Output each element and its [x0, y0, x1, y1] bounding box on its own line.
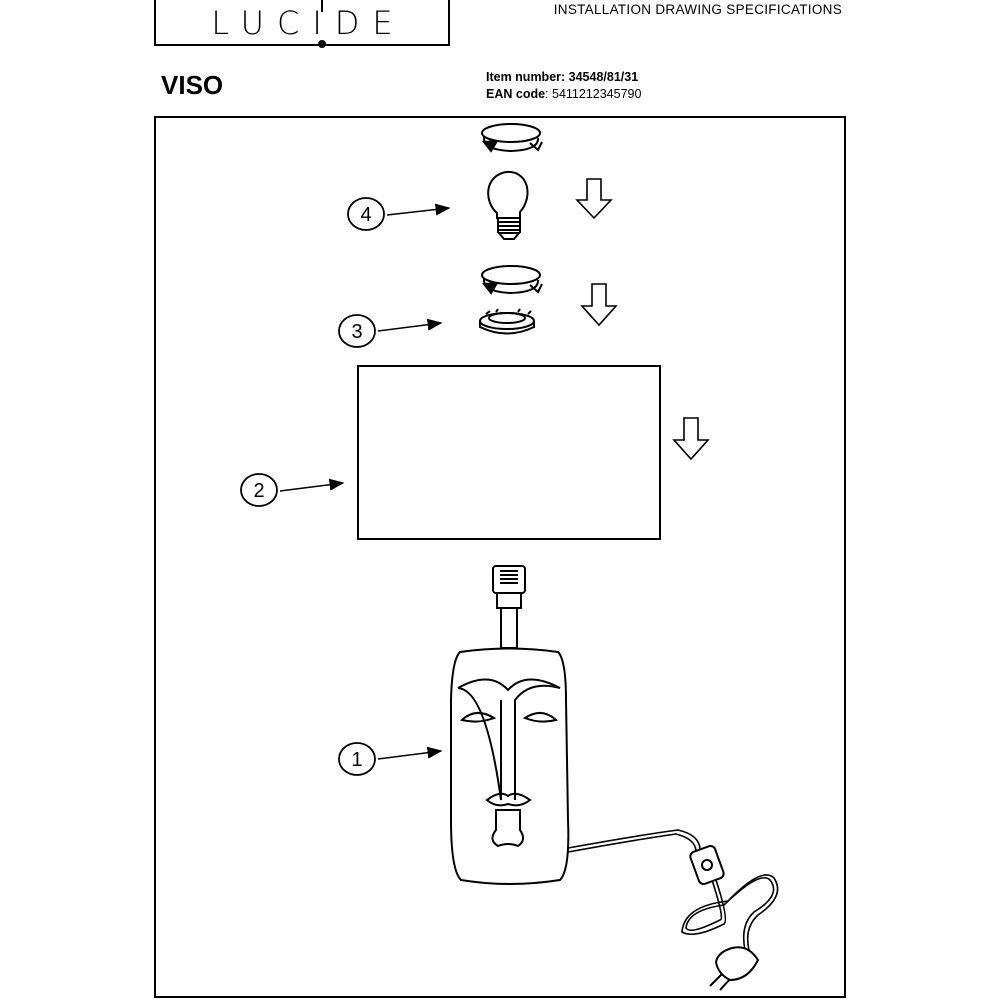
power-cord-icon	[567, 829, 779, 951]
cord-switch-icon	[689, 844, 725, 886]
brand-logo: LUCIDE	[154, 0, 450, 48]
item-number-value: : 34548/81/31	[561, 70, 639, 84]
plug-icon	[709, 946, 760, 991]
product-name: VISO	[161, 70, 224, 100]
drawing-frame	[154, 116, 846, 998]
logo-dot	[318, 40, 326, 48]
lamp-socket-icon	[492, 565, 526, 649]
down-arrow-icon	[580, 283, 618, 327]
callout-3: 3	[338, 314, 443, 348]
ean-code-value: : 5411212345790	[545, 87, 642, 101]
down-arrow-icon	[575, 178, 613, 220]
shade-ring-icon	[479, 308, 535, 335]
callout-2-label: 2	[253, 480, 264, 502]
callout-2: 2	[240, 473, 345, 507]
rotate-arrow-icon	[481, 123, 543, 153]
callout-3-label: 3	[351, 321, 362, 343]
callout-1-label: 1	[351, 749, 362, 771]
light-bulb-icon	[487, 170, 529, 240]
ean-code-label: EAN code	[486, 87, 546, 101]
callout-4: 4	[347, 197, 451, 231]
ean-code-row: EAN code: 5411212345790	[486, 86, 641, 103]
lampshade-shape	[357, 365, 661, 540]
logo-mark	[321, 0, 323, 12]
lamp-base-face	[450, 647, 570, 885]
down-arrow-icon	[672, 417, 710, 461]
document-title: INSTALLATION DRAWING SPECIFICATIONS	[553, 2, 842, 17]
callout-4-label: 4	[360, 204, 371, 226]
item-number-label: Item number	[486, 70, 562, 84]
item-number-row: Item number: 34548/81/31	[486, 69, 641, 86]
rotate-arrow-icon	[481, 265, 543, 295]
brand-logo-text: LUCIDE	[211, 4, 406, 42]
callout-1: 1	[338, 742, 443, 776]
product-meta: Item number: 34548/81/31 EAN code: 54112…	[486, 69, 641, 103]
